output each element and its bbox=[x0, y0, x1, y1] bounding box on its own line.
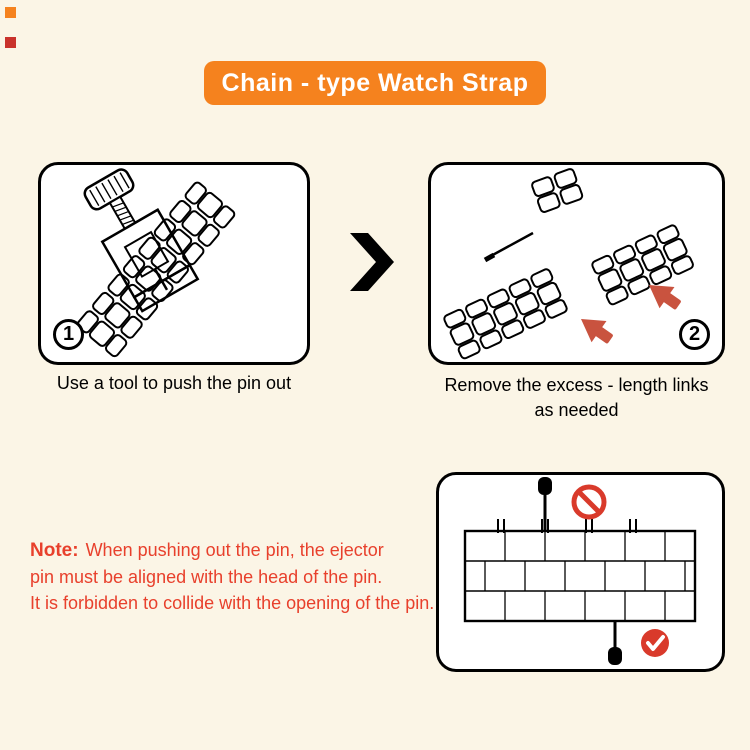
link-remover-tool-icon bbox=[83, 168, 200, 313]
step1-number: 1 bbox=[62, 323, 75, 345]
pin-alignment-illustration bbox=[463, 477, 697, 665]
step1-number-badge: 1 bbox=[53, 319, 84, 350]
ejector-pin-top-icon bbox=[538, 477, 552, 531]
pin-push-tool-illustration bbox=[75, 168, 237, 359]
separated-links-illustration bbox=[442, 168, 696, 361]
note-line1-text: When pushing out the pin, the ejector bbox=[85, 540, 384, 560]
band-segment-right bbox=[590, 223, 696, 307]
step1-panel: 1 bbox=[38, 162, 310, 365]
chevron-right-icon bbox=[350, 233, 394, 291]
knurled-knob-texture bbox=[89, 172, 130, 207]
note-label: Note: bbox=[30, 540, 79, 561]
title-banner: Chain - type Watch Strap bbox=[204, 61, 546, 105]
threaded-shaft-texture bbox=[112, 202, 134, 225]
step2-number-badge: 2 bbox=[679, 319, 710, 350]
step2-caption-line2: as needed bbox=[534, 400, 619, 420]
no-symbol-icon bbox=[571, 484, 607, 520]
step2-panel: 2 bbox=[428, 162, 725, 365]
band-segment-left bbox=[442, 266, 569, 361]
note-line2: pin must be aligned with the head of the… bbox=[30, 567, 383, 587]
ejector-pin-bottom-icon bbox=[608, 621, 622, 665]
step2-number: 2 bbox=[688, 323, 701, 345]
link-seams bbox=[484, 531, 686, 621]
page-title: Chain - type Watch Strap bbox=[221, 68, 529, 97]
corner-orange-mark bbox=[5, 7, 16, 18]
band-cross-section bbox=[463, 519, 697, 623]
cotter-pin-forks bbox=[497, 519, 637, 533]
removed-link-piece bbox=[531, 168, 584, 213]
note-block: Note: When pushing out the pin, the eject… bbox=[30, 537, 470, 616]
note-line1: Note: When pushing out the pin, the eject… bbox=[30, 537, 470, 564]
red-arrow-up-left-icons bbox=[581, 285, 681, 344]
step2-caption: Remove the excess - length links as need… bbox=[428, 373, 725, 423]
loose-pin-icon bbox=[483, 231, 534, 263]
checkmark-icon bbox=[641, 629, 669, 657]
pin-alignment-detail-panel bbox=[436, 472, 725, 672]
note-line3: It is forbidden to collide with the open… bbox=[30, 593, 435, 613]
corner-red-mark bbox=[5, 37, 16, 48]
step1-caption: Use a tool to push the pin out bbox=[56, 373, 292, 393]
step2-caption-line1: Remove the excess - length links bbox=[444, 375, 709, 395]
